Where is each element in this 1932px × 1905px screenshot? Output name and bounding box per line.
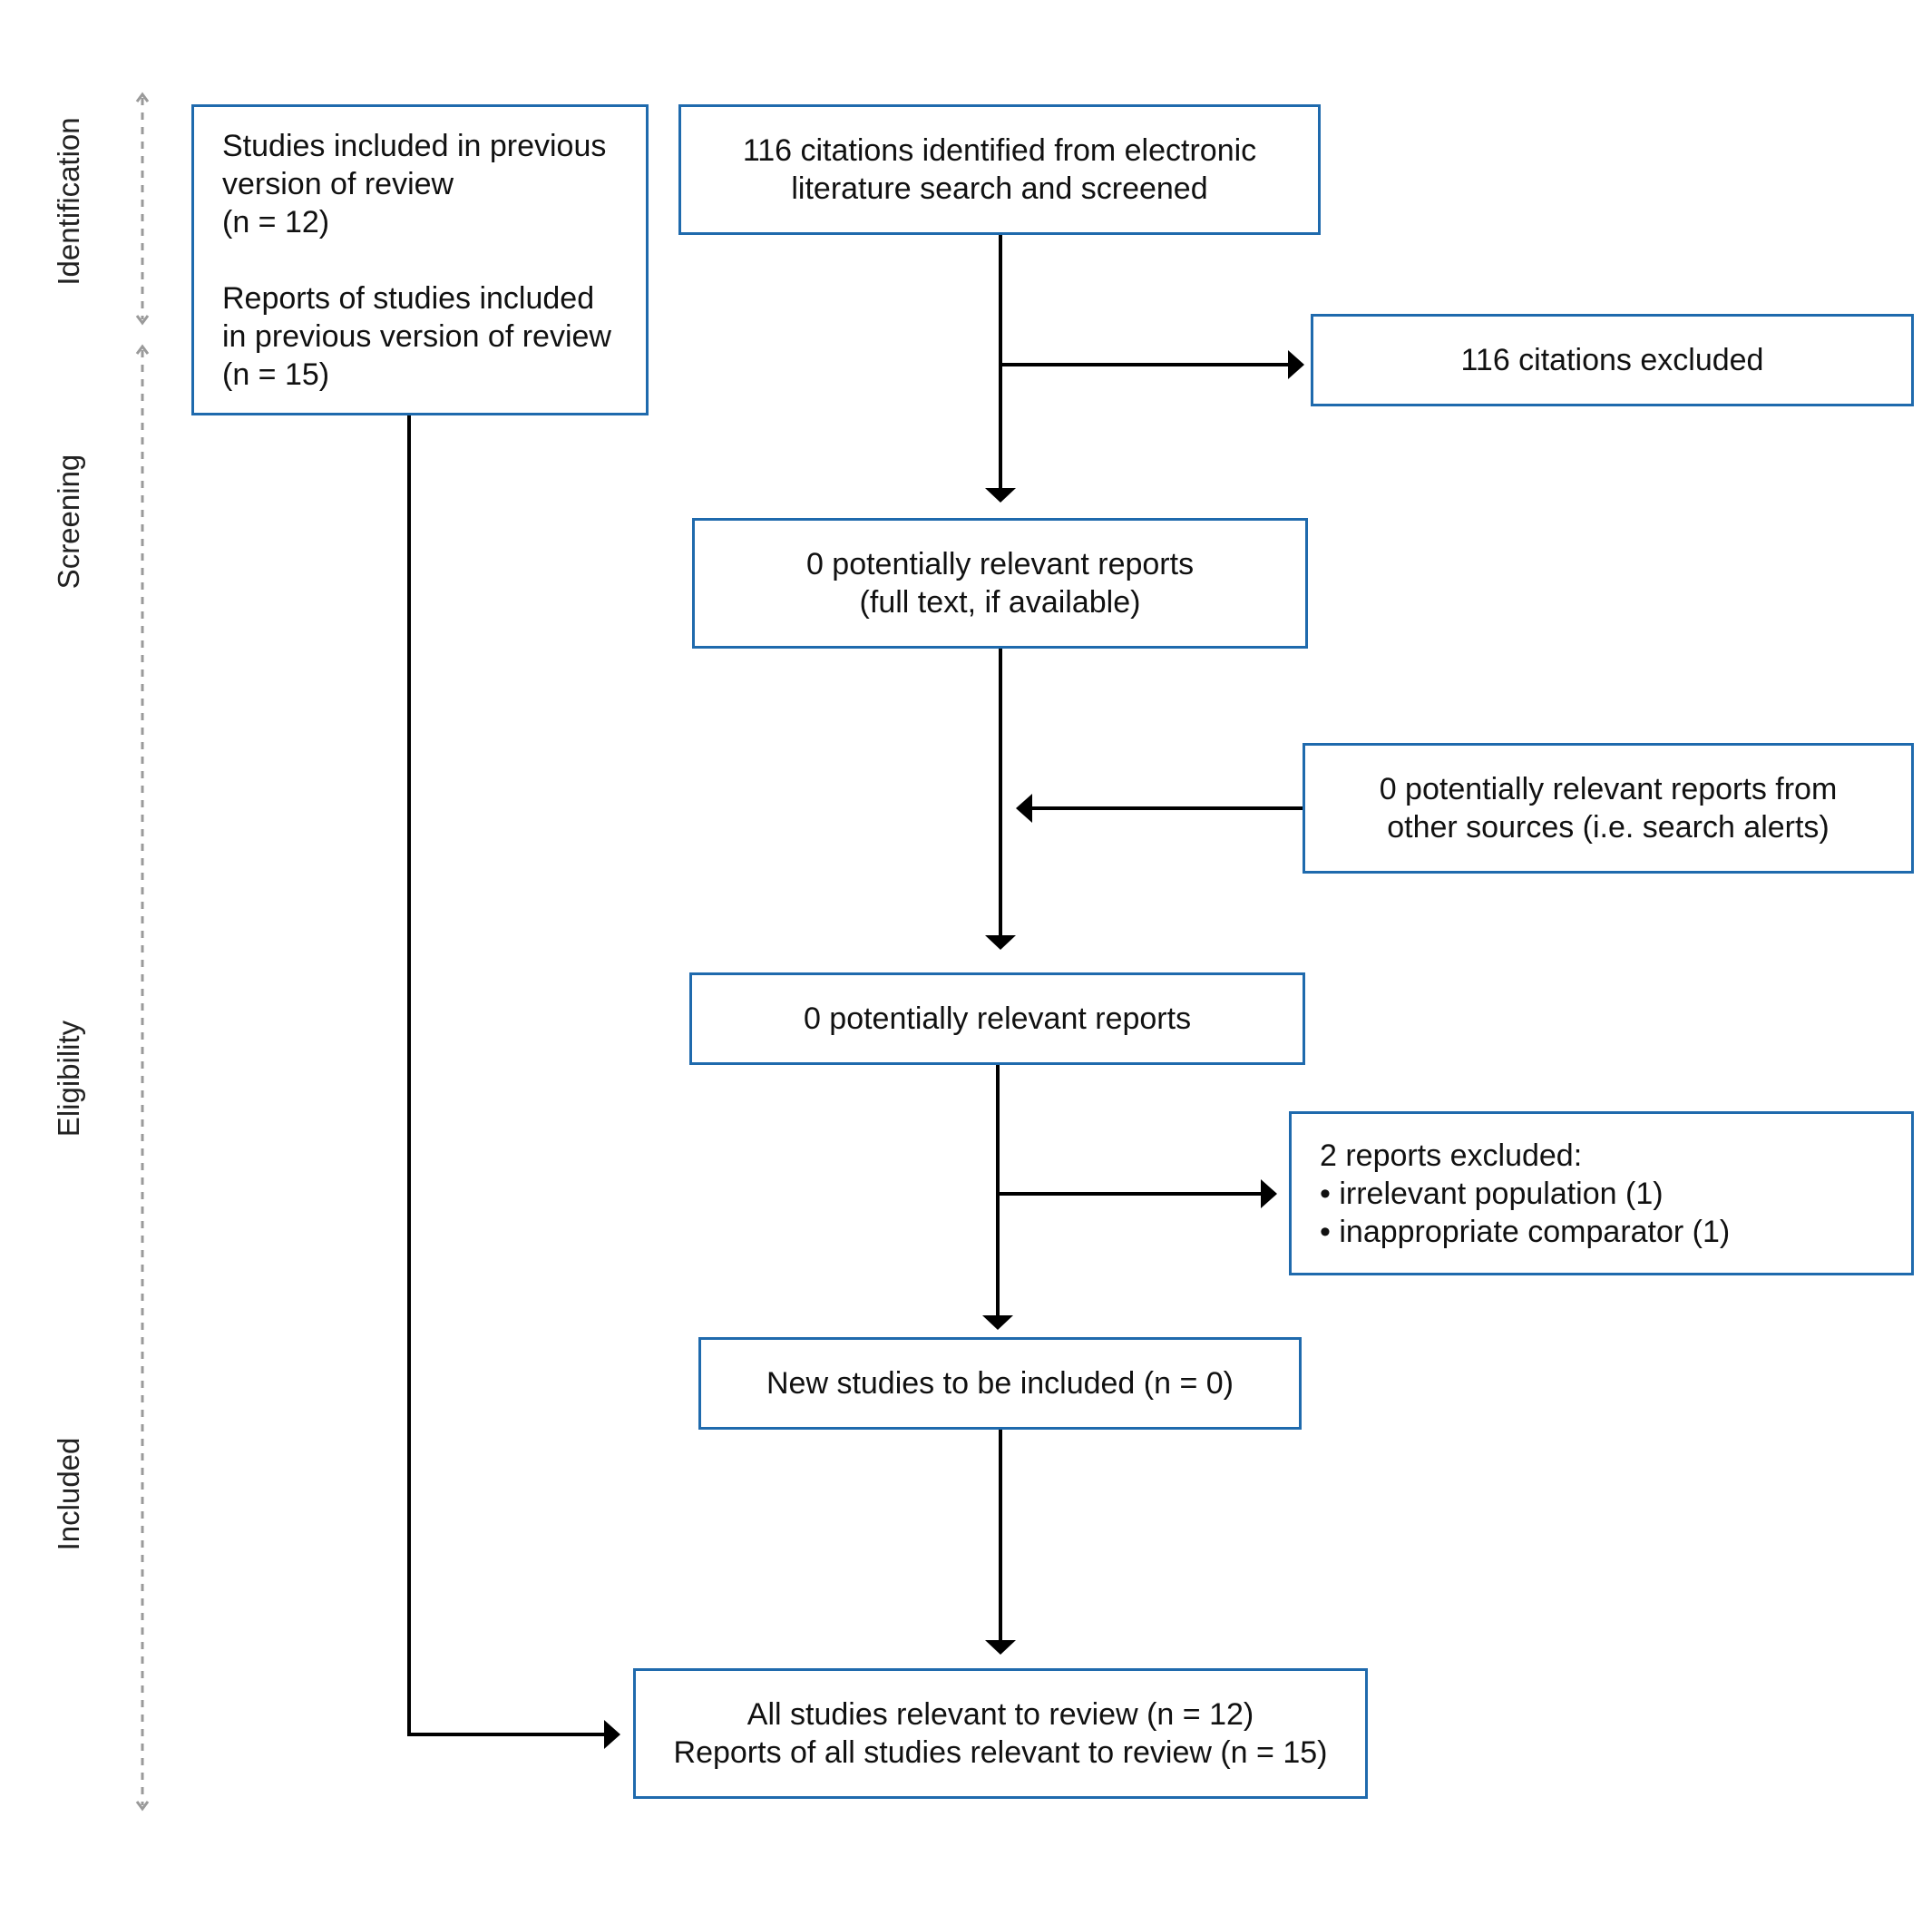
stage-divider-identification: [135, 92, 150, 326]
reports-excluded-reason: • irrelevant population (1): [1320, 1176, 1664, 1211]
reports-excluded-heading: 2 reports excluded:: [1320, 1138, 1583, 1173]
box-previous-review: Studies included in previous version of …: [191, 104, 649, 415]
new-studies-text: New studies to be included (n = 0): [766, 1366, 1234, 1401]
previous-reports-line2: in previous version of review: [222, 318, 611, 354]
fulltext-line2: (full text, if available): [859, 585, 1141, 620]
box-potentially-relevant: 0 potentially relevant reports: [689, 972, 1305, 1065]
fulltext-line1: 0 potentially relevant reports: [805, 547, 1195, 581]
previous-studies-line2: version of review: [222, 166, 454, 201]
stage-divider-remaining: [135, 344, 150, 1812]
reports-excluded-reason: • inappropriate comparator (1): [1320, 1214, 1731, 1249]
all-studies-line2: Reports of all studies relevant to revie…: [673, 1735, 1328, 1770]
arrowhead-right: [1261, 1179, 1277, 1208]
arrowhead-down: [982, 1315, 1013, 1330]
box-other-sources: 0 potentially relevant reports from othe…: [1303, 743, 1914, 874]
potentially-relevant-text: 0 potentially relevant reports: [803, 1001, 1192, 1036]
other-sources-line1: 0 potentially relevant reports from: [1379, 772, 1838, 806]
box-all-studies: All studies relevant to review (n = 12) …: [633, 1668, 1368, 1799]
citations-identified-line1: 116 citations identified from electronic: [742, 133, 1257, 168]
box-potentially-relevant-fulltext: 0 potentially relevant reports (full tex…: [692, 518, 1308, 649]
previous-reports-n: (n = 15): [222, 357, 330, 392]
stage-label-screening: Screening: [52, 454, 85, 590]
box-citations-identified: 116 citations identified from electronic…: [678, 104, 1321, 235]
citations-excluded-text: 116 citations excluded: [1460, 343, 1764, 377]
stage-label-eligibility: Eligibility: [52, 1020, 85, 1138]
previous-studies-line1: Studies included in previous: [222, 128, 607, 163]
stage-label-identification: Identification: [52, 117, 85, 286]
arrowhead-down: [985, 1640, 1016, 1655]
arrowhead-right: [1288, 350, 1304, 379]
previous-studies-n: (n = 12): [222, 204, 330, 239]
arrowhead-down: [985, 488, 1016, 503]
citations-identified-line2: literature search and screened: [791, 171, 1208, 206]
previous-reports-line1: Reports of studies included: [222, 280, 595, 316]
arrowhead-left: [1016, 794, 1032, 823]
arrow-previous-to-all: [407, 415, 615, 1736]
stage-label-included: Included: [52, 1437, 85, 1551]
arrowhead-right: [604, 1720, 620, 1749]
other-sources-line2: other sources (i.e. search alerts): [1387, 810, 1830, 845]
box-new-studies: New studies to be included (n = 0): [698, 1337, 1302, 1430]
arrowhead-down: [985, 935, 1016, 950]
box-citations-excluded: 116 citations excluded: [1311, 314, 1914, 406]
box-reports-excluded: 2 reports excluded: • irrelevant populat…: [1289, 1111, 1914, 1275]
all-studies-line1: All studies relevant to review (n = 12): [746, 1697, 1254, 1732]
